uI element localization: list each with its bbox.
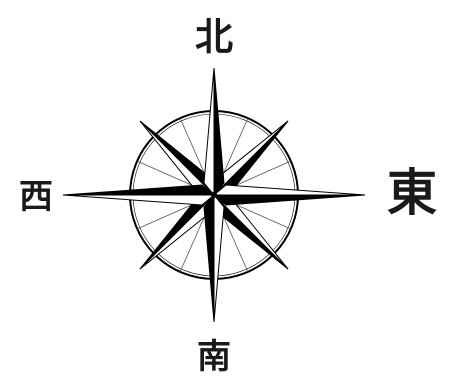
south-glyph: 南 (197, 337, 231, 377)
compass-center (211, 192, 217, 198)
south-point (204, 195, 214, 322)
west-point (63, 185, 214, 195)
north-glyph: 北 (195, 14, 233, 59)
east-glyph: 東 (387, 163, 437, 222)
west-glyph: 西 (19, 177, 53, 217)
north-point (214, 68, 224, 195)
east-point (214, 195, 365, 205)
